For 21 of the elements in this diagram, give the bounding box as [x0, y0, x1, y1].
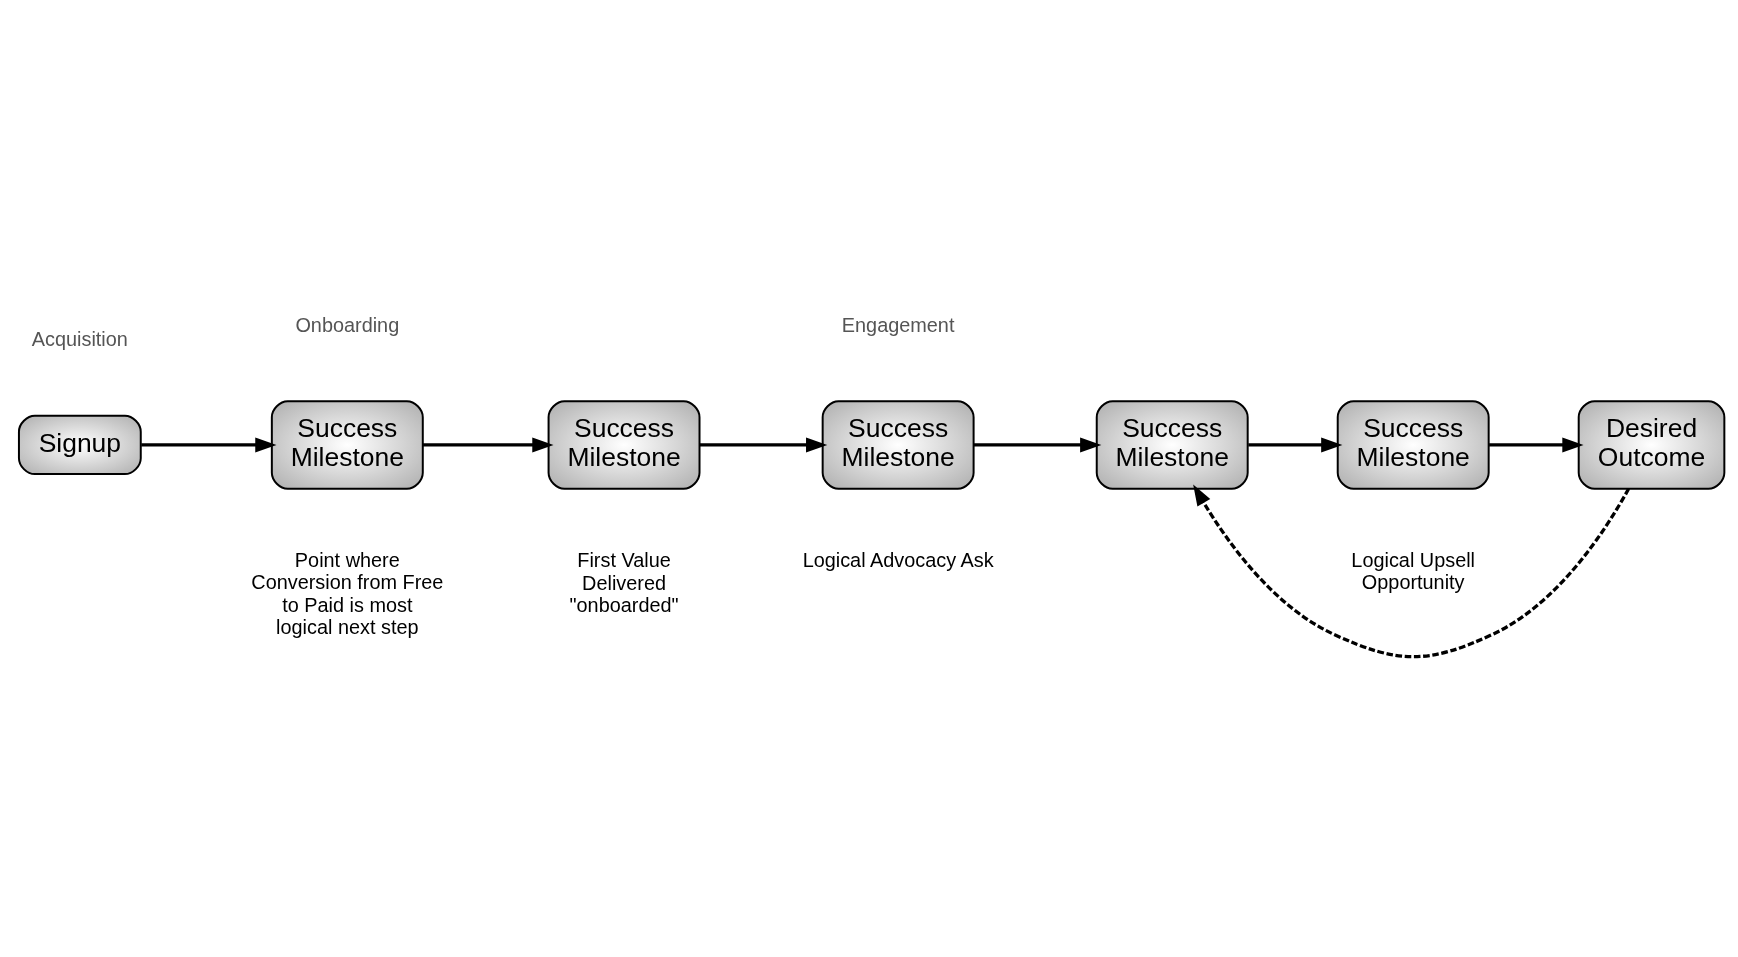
- node-box: Success Milestone: [1336, 399, 1490, 490]
- node-label: First Value Delivered "onboarded": [569, 548, 679, 616]
- label: Acquisition: [31, 327, 128, 350]
- node-label: Logical Advocacy Ask: [802, 548, 994, 571]
- node-label: Point where Conversion from Free to Paid is most logical next step: [251, 548, 444, 638]
- arrow: [1193, 484, 1631, 658]
- label: Onboarding: [295, 313, 400, 336]
- node-label: Logical Upsell Opportunity: [1351, 548, 1476, 593]
- arrow: [1248, 437, 1343, 452]
- node-box: Desired Outcome: [1577, 399, 1726, 490]
- arrow: [699, 437, 828, 452]
- label: Engagement: [841, 313, 955, 336]
- node-box: Success Milestone: [270, 399, 424, 490]
- arrow: [141, 437, 277, 452]
- arrow: [1489, 437, 1584, 452]
- node-box: Success Milestone: [821, 399, 975, 490]
- node-box: Success Milestone: [547, 399, 701, 490]
- arrow: [422, 437, 554, 452]
- node-box: Success Milestone: [1095, 399, 1249, 490]
- node-box: Signup: [17, 414, 142, 475]
- arrow: [973, 437, 1102, 452]
